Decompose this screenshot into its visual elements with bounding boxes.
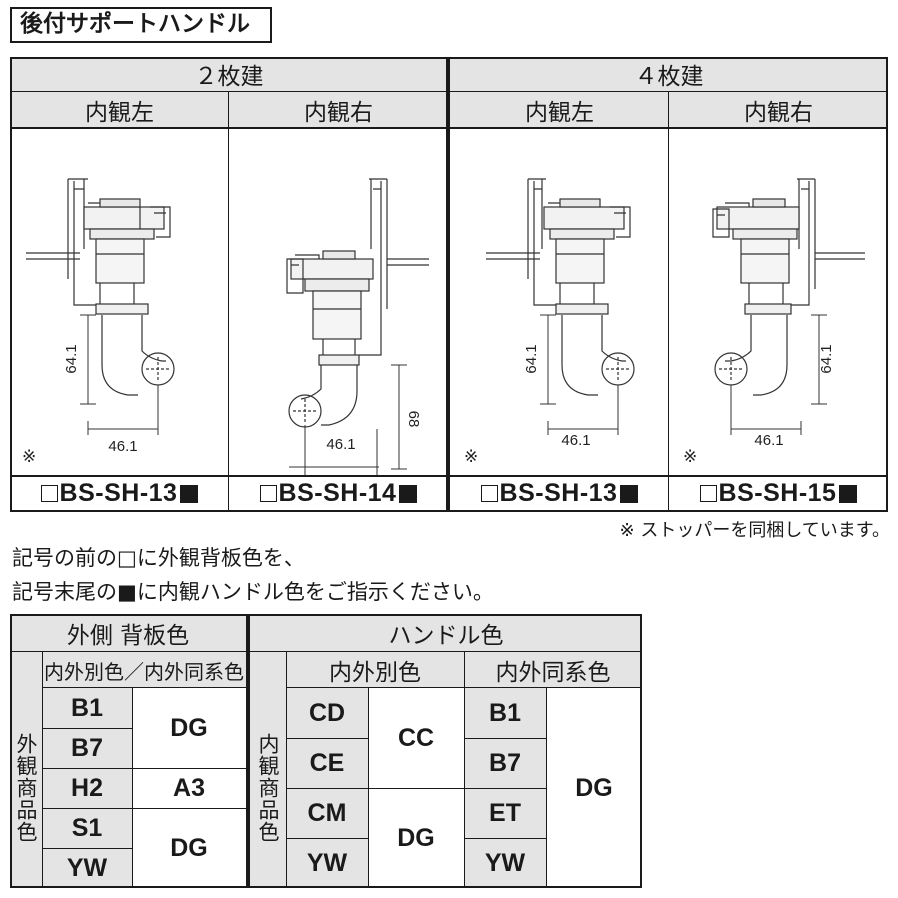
color-table: 外側 背板色 ハンドル色 内外別色／内外同系色 内外別色 内外同系色 外観商品色… (10, 614, 642, 888)
stopper-note: ※ ストッパーを同梱しています。 (619, 520, 890, 541)
model-label-2: BS-SH-14 (229, 475, 448, 512)
exterior-code-b7: B7 (71, 733, 103, 762)
handle-same-header: 内外同系色 (495, 660, 611, 686)
interior-color-side-label: 内観商品色 (256, 733, 280, 843)
subheader-left-1: 内観左 (85, 100, 154, 126)
backplate-value-dg-1: DG (170, 713, 208, 742)
dim-horizontal-1: 46.1 (108, 438, 137, 455)
section-title: 後付サポートハンドル (10, 7, 272, 43)
diagram-4panel-right: 64.1 46.1 ※ (683, 178, 865, 466)
group-header-4panel: ４枚建 (634, 64, 704, 90)
model-label-4: BS-SH-15 (669, 475, 888, 512)
subheader-right-1: 内観右 (304, 100, 373, 126)
stopper-mark-3: ※ (464, 447, 478, 466)
handle-value-cc: CC (397, 723, 435, 752)
dim-horizontal-4: 46.1 (754, 432, 783, 449)
stopper-mark-1: ※ (22, 447, 36, 466)
same-value-dg: DG (575, 773, 613, 802)
instruction-line-1: 記号の前の□に外観背板色を、 (12, 546, 305, 570)
dim-vertical-4: 64.1 (818, 344, 835, 373)
handle-different-header: 内外別色 (329, 660, 421, 686)
subheader-left-2: 内観左 (525, 100, 594, 126)
exterior-code-b1: B1 (71, 693, 103, 722)
exterior-subheader: 内外別色／内外同系色 (44, 659, 244, 684)
exterior-code-h2: H2 (71, 773, 103, 802)
diagram-4panel-left: 64.1 46.1 ※ (464, 178, 635, 466)
model-label-3: BS-SH-13 (450, 475, 669, 512)
backplate-value-dg-2: DG (170, 833, 208, 862)
backplate-value-a3: A3 (173, 773, 205, 802)
handle-value-dg: DG (397, 823, 435, 852)
dim-horizontal-3: 46.1 (561, 432, 590, 449)
instruction-line-2: 記号末尾の■に内観ハンドル色をご指示ください。 (12, 580, 494, 604)
interior-code-cm: CM (307, 798, 347, 827)
interior-code-yw: YW (306, 848, 348, 877)
dim-vertical-3: 64.1 (523, 344, 540, 373)
diagram-2panel-left: 64.1 46.1 ※ (22, 178, 175, 466)
dim-vertical-2: 68 (405, 411, 422, 428)
dim-vertical-1: 64.1 (63, 344, 80, 373)
exterior-backplate-header: 外側 背板色 (66, 623, 190, 649)
group-header-2panel: ２枚建 (194, 64, 264, 90)
stopper-mark-4: ※ (683, 447, 697, 466)
diagram-table: ２枚建 ４枚建 内観左 内観右 内観左 内観右 BS-SH-13 BS-SH-1… (10, 57, 888, 512)
exterior-code-s1: S1 (71, 813, 103, 842)
same-code-et: ET (489, 798, 521, 827)
exterior-code-yw: YW (66, 853, 108, 882)
subheader-right-2: 内観右 (744, 100, 813, 126)
interior-code-cd: CD (308, 698, 346, 727)
exterior-color-side-label: 外観商品色 (14, 733, 38, 843)
model-label-1: BS-SH-13 (10, 475, 229, 512)
same-code-b1: B1 (489, 698, 521, 727)
interior-code-ce: CE (309, 748, 345, 777)
same-code-yw: YW (484, 848, 526, 877)
same-code-b7: B7 (489, 748, 521, 777)
handle-color-header: ハンドル色 (388, 623, 504, 649)
dim-horizontal-2: 46.1 (326, 436, 355, 453)
diagram-2panel-right: 68 46.1 (286, 178, 429, 475)
